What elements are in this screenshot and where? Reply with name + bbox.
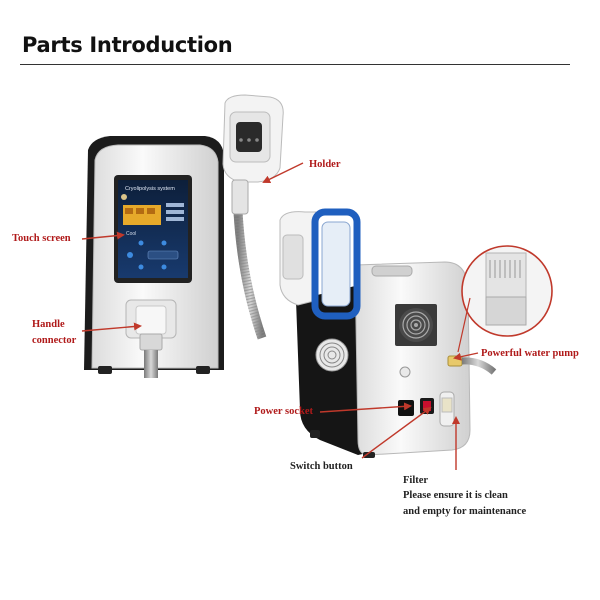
label-touch-screen: Touch screen <box>12 233 71 244</box>
label-filter-note-line1: Please ensure it is clean <box>403 490 508 501</box>
screen-cool-text: Cool <box>126 231 136 237</box>
title-divider <box>20 64 570 65</box>
side-device <box>279 208 497 458</box>
water-pump-zoom <box>461 245 553 337</box>
screen-header-text: Cryolipolysis system <box>125 186 175 192</box>
front-device: Cryolipolysis system Cool <box>84 94 284 378</box>
label-filter: Filter <box>403 475 429 486</box>
label-power-socket: Power socket <box>254 406 313 417</box>
page-title: Parts Introduction <box>22 33 233 57</box>
label-water-pump: Powerful water pump <box>481 348 579 359</box>
label-handle-connector-line2: connector <box>32 335 77 346</box>
callout-arrows <box>81 162 479 470</box>
label-handle-connector-line1: Handle <box>32 319 65 330</box>
label-switch-button: Switch button <box>290 461 353 472</box>
label-filter-note-line2: and empty for maintenance <box>403 506 527 517</box>
label-holder: Holder <box>309 159 341 170</box>
touch-screen[interactable] <box>118 180 188 278</box>
